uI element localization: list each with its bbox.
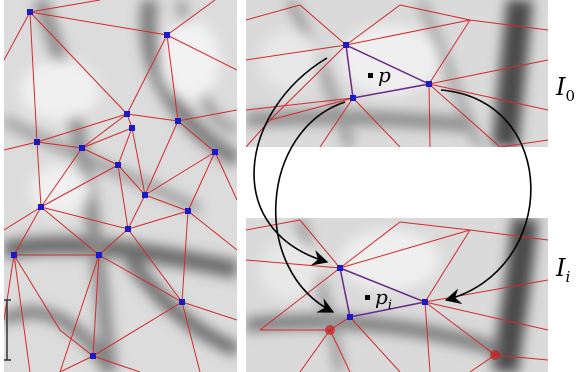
target-crop-panel: pi bbox=[246, 218, 548, 372]
frame-label-Ii: Ii bbox=[555, 254, 570, 286]
reference-crop-panel: p bbox=[246, 0, 548, 147]
point-p-label: p bbox=[378, 63, 391, 87]
point-pi-marker bbox=[365, 295, 370, 300]
full-mesh-panel bbox=[3, 0, 237, 372]
point-p-marker bbox=[368, 73, 373, 78]
frame-label-I0: I0 bbox=[555, 73, 575, 105]
